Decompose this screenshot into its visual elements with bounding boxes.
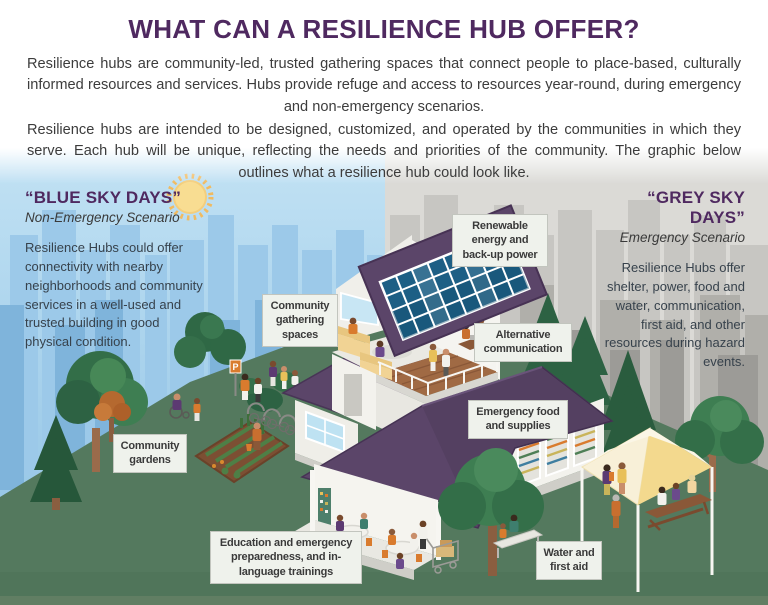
bench	[492, 514, 544, 558]
intro-paragraph-1: Resilience hubs are community-led, trust…	[27, 56, 741, 115]
grey-sky-heading: “GREY SKY DAYS”	[647, 188, 745, 227]
label-education-trainings: Education and emergency preparedness, an…	[210, 531, 362, 584]
front-tree	[438, 448, 544, 576]
blue-sky-description: Resilience Hubs could offer connectivity…	[25, 240, 203, 350]
person-wheelchair	[169, 393, 201, 421]
grey-sky-column: “GREY SKY DAYS” Emergency Scenario Resil…	[593, 188, 745, 372]
building-upper-block	[332, 204, 549, 448]
page-title: WHAT CAN A RESILIENCE HUB OFFER?	[128, 14, 640, 44]
blue-sky-heading: “BLUE SKY DAYS”	[25, 188, 182, 207]
people-outside-left	[240, 360, 299, 402]
svg-text:P: P	[232, 362, 238, 372]
community-garden	[194, 414, 290, 484]
label-alternative-communication: Alternative communication	[474, 323, 572, 362]
aid-tent	[580, 427, 714, 592]
grey-sky-subheading: Emergency Scenario	[619, 230, 745, 245]
blue-sky-column: “BLUE SKY DAYS” Non-Emergency Scenario R…	[25, 188, 209, 352]
grey-sky-description: Resilience Hubs offer shelter, power, fo…	[604, 260, 745, 370]
label-water-first-aid: Water and first aid	[536, 541, 602, 580]
person-gardener	[246, 422, 262, 451]
left-trees	[30, 351, 148, 510]
supply-cart	[418, 520, 459, 574]
right-tree	[675, 396, 764, 492]
intro-paragraph-2: Resilience hubs are intended to be desig…	[27, 122, 741, 181]
blue-sky-subheading: Non-Emergency Scenario	[25, 210, 180, 225]
label-community-gathering: Community gathering spaces	[262, 294, 338, 347]
label-renewable-energy: Renewable energy and back-up power	[452, 214, 548, 267]
label-community-gardens: Community gardens	[113, 434, 187, 473]
label-emergency-food: Emergency food and supplies	[468, 400, 568, 439]
